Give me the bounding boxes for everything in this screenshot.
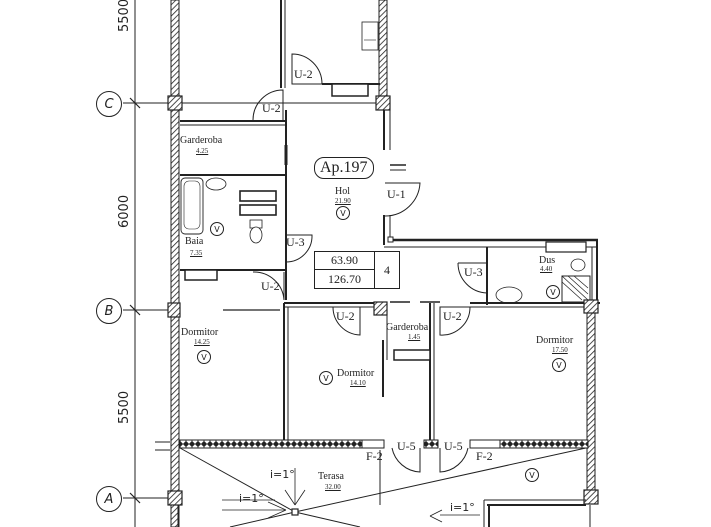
door-label-u5-left: U-5	[397, 439, 416, 453]
dimension-top: 5500	[117, 0, 132, 32]
apartment-tag: Ap.197	[314, 157, 374, 179]
slope-label-east: i=1°	[450, 501, 475, 514]
room-name: Baia	[185, 236, 204, 247]
vent-label: V	[214, 224, 220, 234]
vent-label: V	[323, 373, 329, 383]
ventilation-marker-dormitor-1: V	[197, 350, 211, 364]
room-area: 14.10	[350, 379, 366, 387]
door-label-u2-hol: U-2	[262, 101, 281, 115]
room-name: Dormitor	[536, 335, 574, 346]
room-area: 4.25	[196, 147, 209, 155]
door-label-u3-dus: U-3	[464, 265, 483, 279]
door-label-u1: U-1	[387, 187, 406, 201]
room-area: 7.35	[190, 249, 203, 257]
room-name: Hol	[335, 186, 350, 197]
living-area: 63.90	[315, 252, 375, 270]
axis-marker-c: C	[96, 91, 122, 117]
vent-label: V	[556, 360, 562, 370]
ventilation-marker-hol: V	[336, 206, 350, 220]
vent-label: V	[340, 208, 346, 218]
dimension-bottom: 5500	[117, 390, 132, 424]
room-area: 1.45	[408, 333, 421, 341]
ventilation-marker-dormitor-3: V	[552, 358, 566, 372]
door-label-f2-right: F-2	[476, 449, 493, 463]
door-label-u3-baia: U-3	[286, 235, 305, 249]
ventilation-marker-terasa: V	[525, 468, 539, 482]
slope-label-west: i=1°	[239, 492, 264, 505]
room-area: 32.00	[325, 483, 341, 491]
room-area: 4.40	[540, 265, 553, 273]
ventilation-marker-dus: V	[546, 285, 560, 299]
vent-label: V	[550, 287, 556, 297]
door-label-u5-right: U-5	[444, 439, 463, 453]
door-label-u2-dormitor-2: U-2	[336, 309, 355, 323]
room-name: Dormitor	[337, 368, 375, 379]
room-area: 14.25	[194, 338, 210, 346]
axis-marker-b: B	[96, 298, 122, 324]
vent-label: V	[201, 352, 207, 362]
slope-label-north: i=1°	[270, 468, 295, 481]
room-area: 21.90	[335, 197, 351, 205]
door-label-f2-left: F-2	[366, 449, 383, 463]
ventilation-marker-baia: V	[210, 222, 224, 236]
vent-label: V	[529, 470, 535, 480]
dimension-middle: 6000	[117, 194, 132, 228]
axis-label: B	[104, 303, 114, 319]
room-name: Garderoba	[180, 135, 223, 146]
ventilation-marker-dormitor-2: V	[319, 371, 333, 385]
area-summary-box: 63.90 4 126.70	[314, 251, 400, 289]
room-name: Terasa	[318, 471, 344, 482]
rooms-count: 4	[384, 262, 390, 277]
door-label-u2-top: U-2	[294, 67, 313, 81]
door-label-u2-dormitor-3: U-2	[443, 309, 462, 323]
axis-label: C	[104, 96, 114, 112]
room-area: 17.50	[552, 346, 568, 354]
door-label-u2-dormitor-1: U-2	[261, 279, 280, 293]
room-name: Dus	[539, 255, 556, 266]
room-name: Dormitor	[181, 327, 219, 338]
total-area: 126.70	[315, 270, 375, 288]
axis-marker-a: A	[96, 486, 122, 512]
room-name: Garderoba	[386, 322, 429, 333]
axis-label: A	[104, 491, 114, 507]
